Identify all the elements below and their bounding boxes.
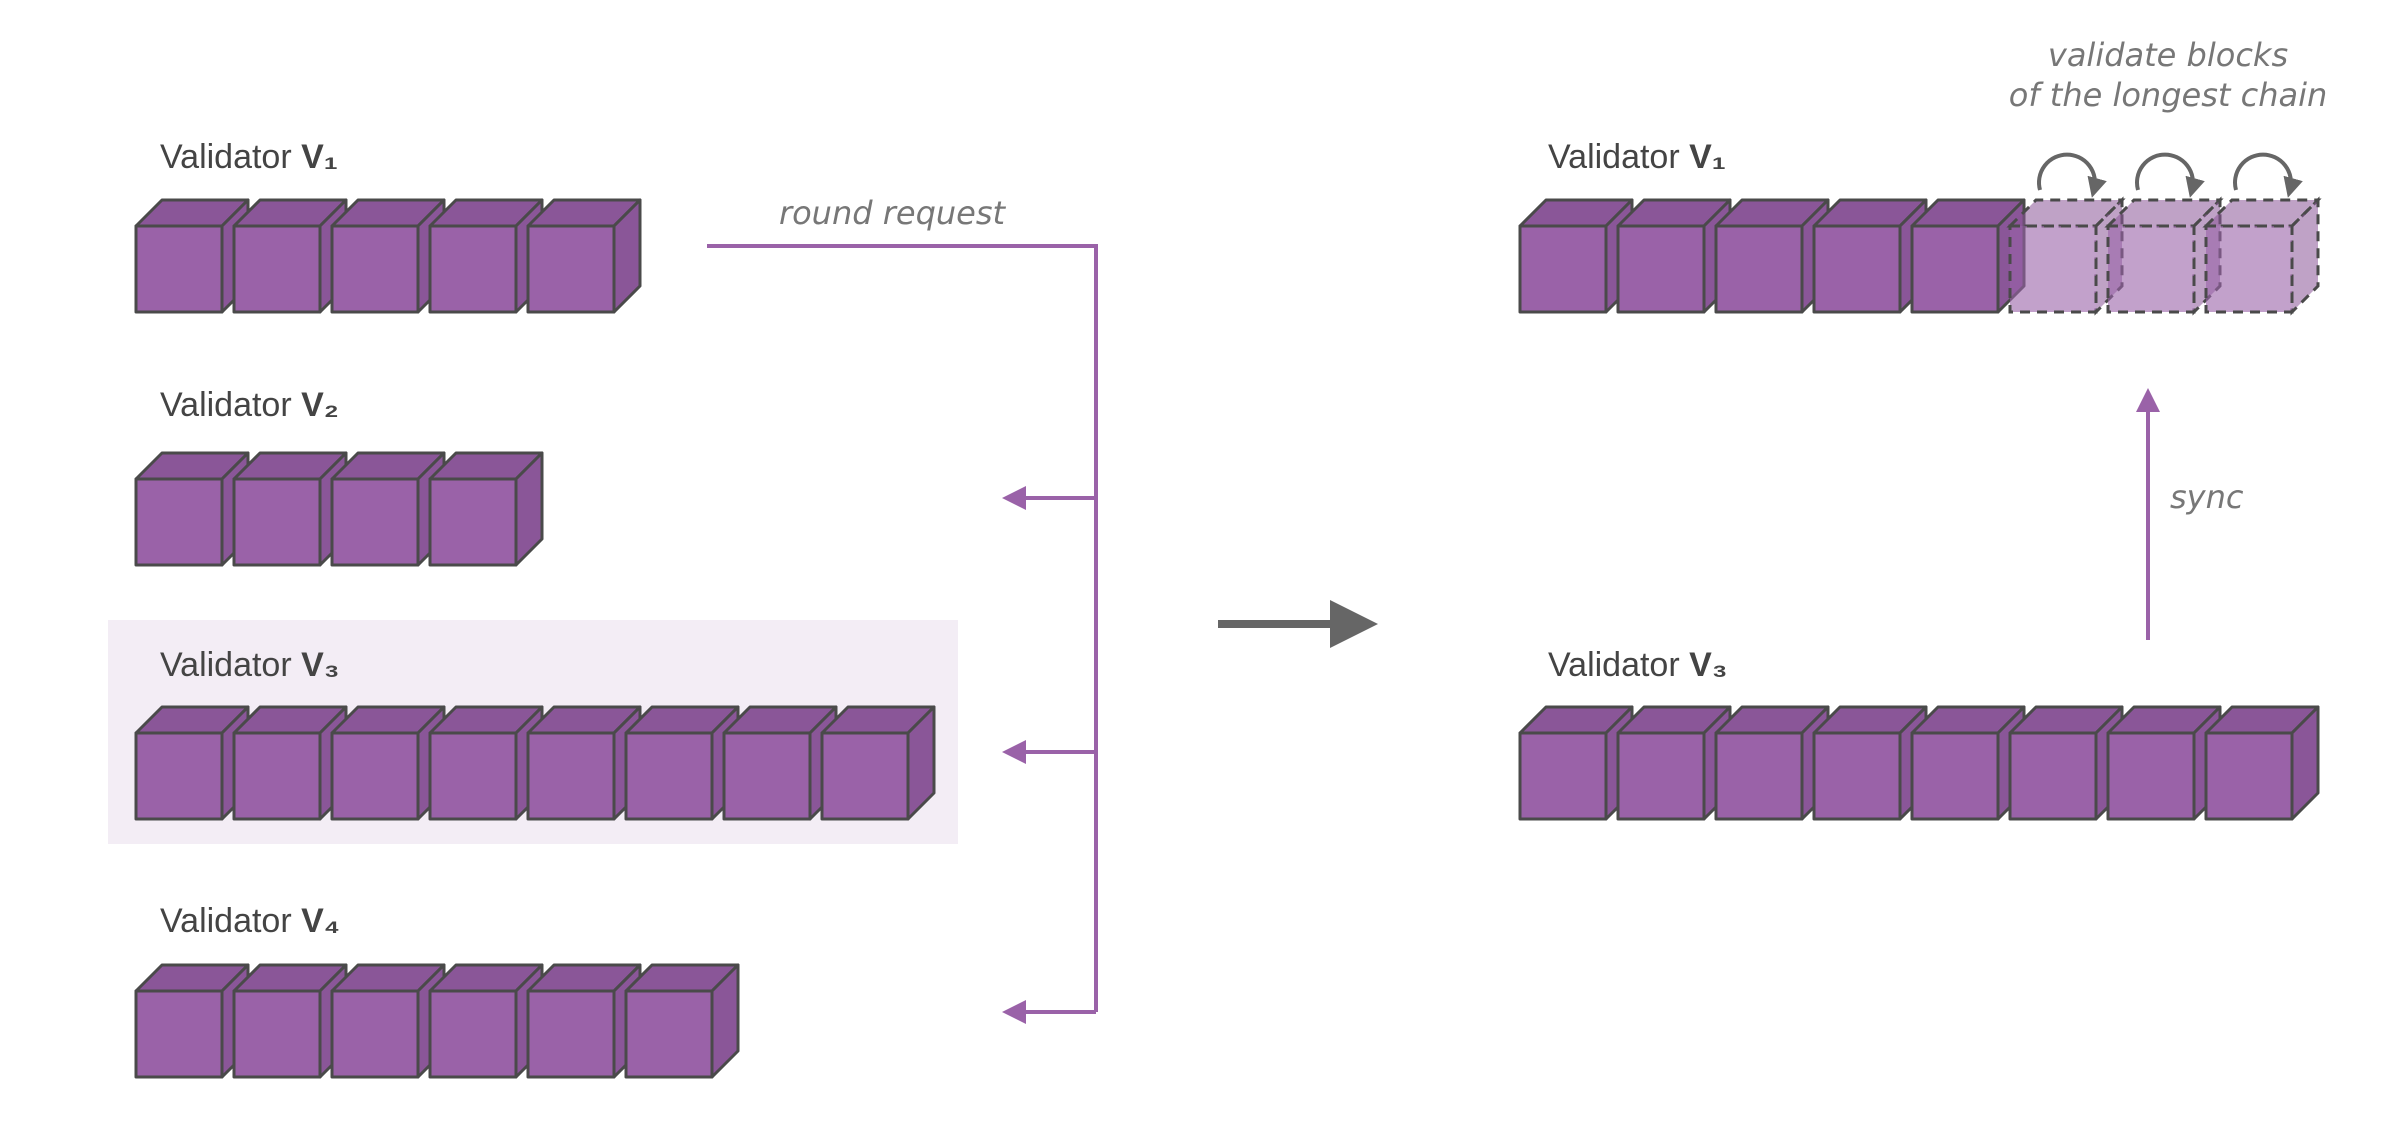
cube-icon [1518,705,1634,821]
round-request-line [707,244,1098,1012]
cube-icon [1910,198,2026,314]
chain-v2-left [134,451,544,567]
cube-icon [2106,705,2222,821]
cube-icon [232,963,348,1079]
chain-v1-left [134,198,642,314]
cube-icon [2008,705,2124,821]
cube-icon [1616,705,1732,821]
cycle-arrow-icons [2037,152,2303,198]
cube-icon [1518,198,1634,314]
cube-icon [526,705,642,821]
cycle-arrow-icon [2135,152,2205,198]
validator-label-v1-right: Validator V₁ [1548,138,1726,176]
cycle-arrow-icon [2233,152,2303,198]
dashed-cube-icon [2006,196,2126,316]
validator-label-v4-left: Validator V₄ [160,902,340,940]
validate-note-line-2: of the longest chain [2009,76,2328,114]
cube-icon [428,198,544,314]
cube-icon [330,963,446,1079]
dashed-cube-icon [2202,196,2322,316]
cube-icon [1910,705,2026,821]
cube-icon [428,705,544,821]
cube-icon [330,451,446,567]
chain-v1-right [1518,196,2322,316]
cube-icon [1714,705,1830,821]
cube-icon [2204,705,2320,821]
cube-icon [330,705,446,821]
cube-icon [526,198,642,314]
cube-icon [722,705,838,821]
cycle-arrow-icon [2037,152,2107,198]
chain-v4-left [134,963,740,1079]
round-request-label: round request [779,194,1007,232]
sync-label: sync [2170,478,2244,516]
cube-icon [624,963,740,1079]
validator-label-v3-left: Validator V₃ [160,646,340,684]
cube-icon [820,705,936,821]
dashed-cube-icon [2104,196,2224,316]
cube-icon [134,451,250,567]
cube-icon [1714,198,1830,314]
validate-note-line-1: validate blocks [2048,36,2288,74]
cube-icon [428,451,544,567]
cube-icon [134,198,250,314]
cube-icon [526,963,642,1079]
cube-icon [330,198,446,314]
chain-v3-left [134,705,936,821]
cube-icon [232,198,348,314]
cube-icon [232,451,348,567]
cube-icon [232,705,348,821]
chain-v3-right [1518,705,2320,821]
cube-icon [134,705,250,821]
cube-icon [134,963,250,1079]
cube-icon [1812,198,1928,314]
validator-label-v1-left: Validator V₁ [160,138,338,176]
cube-icon [624,705,740,821]
validator-label-v2-left: Validator V₂ [160,386,339,424]
validator-label-v3-right: Validator V₃ [1548,646,1728,684]
cube-icon [428,963,544,1079]
cube-icon [1812,705,1928,821]
cube-icon [1616,198,1732,314]
